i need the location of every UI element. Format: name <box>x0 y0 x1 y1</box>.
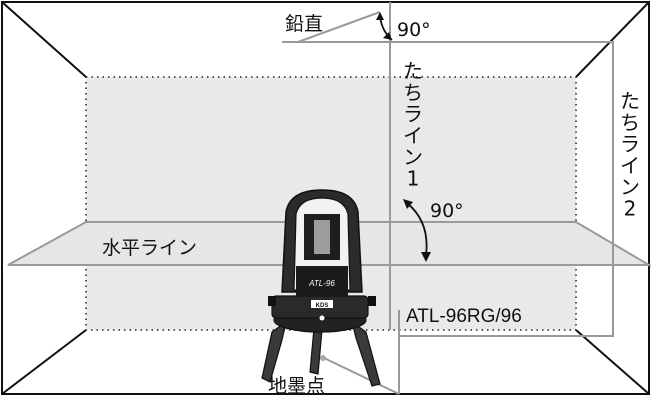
label-model: ATL-96RG/96 <box>406 306 522 327</box>
tripod-leg-right <box>351 320 381 387</box>
device-sub-mark: KDS <box>316 303 329 309</box>
device-window-glass <box>314 220 330 254</box>
vertical-label-char: ン <box>620 175 640 199</box>
label-vertical: 鉛直 <box>285 13 323 35</box>
vertical-line2 <box>391 41 614 337</box>
vertical-label-char: ち <box>620 111 640 135</box>
label-vertical-angle: 90° <box>397 19 431 41</box>
device-plumb-dot <box>319 315 325 321</box>
corner-line-bottom-left <box>1 329 87 395</box>
vertical-label-char: 2 <box>624 197 637 221</box>
vertical-label-char: ち <box>403 81 423 105</box>
ground-point-dot <box>320 355 326 361</box>
ceiling-slant-line <box>297 11 381 43</box>
device-side-knob-right <box>368 296 376 306</box>
horizontal-angle-arrowhead-bottom <box>421 252 431 262</box>
device-sub-badge <box>311 300 333 308</box>
device-panel <box>296 266 348 296</box>
tripod-leg-mid <box>309 327 323 375</box>
corner-line-bottom-right <box>575 329 650 395</box>
tripod-leg-left <box>261 320 287 383</box>
back-wall-dotted-outline <box>85 76 577 331</box>
vertical-label-char: ン <box>403 145 423 169</box>
device-brand-mark: ATL-96 <box>308 279 335 288</box>
corner-line-top-right <box>575 1 650 78</box>
vertical-label-char: ラ <box>403 102 423 126</box>
vertical-label-char: た <box>620 89 640 113</box>
label-ground-point: 地墨点 <box>268 375 325 396</box>
horizontal-angle-arrow <box>406 202 428 256</box>
label-horizontal-angle: 90° <box>430 200 464 222</box>
horizontal-angle-arrowhead-top <box>403 199 413 209</box>
laser-level-device: ATL-96 KDS <box>261 189 381 387</box>
vertical-label-char: た <box>403 59 423 83</box>
vertical-label-char: イ <box>620 154 640 178</box>
vertical-angle-arrowhead-bottom <box>383 32 392 40</box>
vertical-line1-floor <box>323 357 400 395</box>
vertical-label-char: 1 <box>407 167 420 191</box>
corner-line-top-left <box>1 1 87 78</box>
vertical-label-char: ラ <box>620 132 640 156</box>
device-side-knob-left <box>268 296 276 306</box>
label-horizontal-line: 水平ライン <box>102 237 197 259</box>
vertical-angle-arrowhead-top <box>376 12 384 20</box>
vertical-label-char: イ <box>403 124 423 148</box>
